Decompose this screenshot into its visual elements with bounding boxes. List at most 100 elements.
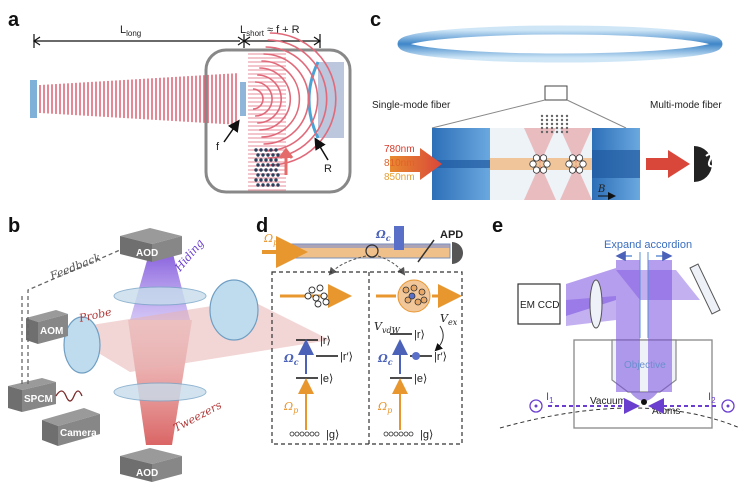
array-atom [540,122,544,126]
i1-dot [534,404,538,408]
reservoir-atom [254,168,258,172]
ground-atom [383,431,389,437]
reservoir-atom [259,148,263,152]
trapped-atom [539,154,548,162]
atom [414,298,422,306]
f-label: f [216,141,220,153]
apd-label: APD [440,229,463,241]
ground-atom [294,431,300,437]
reservoir-atom [269,168,273,172]
curved-dashed-base [499,407,741,429]
array-atom [560,122,564,126]
reservoir-atom [269,158,273,162]
i2-label: I2 [708,391,716,405]
panel-e-label: e [492,215,503,237]
trapped-atom [568,154,577,162]
probe-mirror-right [209,279,259,341]
reservoir-atom [276,183,280,187]
aod-bottom-label: AOD [136,468,158,479]
wavelength-780-label: 780nm [384,144,415,155]
l-short-right-arrowhead [313,36,322,46]
rydberg-excitation [412,352,420,360]
wavefront-arc [255,81,273,117]
array-atom [545,126,549,130]
fiber-loop [397,25,723,63]
atom [314,300,322,308]
upper-objective-lens [113,286,207,306]
array-atom [540,126,544,130]
output-arrow [646,150,690,178]
em-ccd-camera [517,283,561,325]
multi-mode-fiber-label: Multi-mode fiber [650,100,722,111]
array-atom [550,130,554,134]
omega-p-label: Ωp [263,232,278,247]
camera-box: Camera [42,408,100,446]
objective-label: Objective [624,360,666,371]
multi-mode-core [592,150,640,178]
array-atom [545,114,549,118]
panel-c: c Single-mode fiber Multi-mode fiber 780… [370,9,723,200]
zoom-arrow-right [377,255,406,276]
ket-r-left: |r⟩ [320,335,331,347]
ground-atom [289,431,295,437]
em-ccd-label: EM CCD [520,300,559,311]
reservoir-atom [254,148,258,152]
aod-top-label: AOD [136,248,158,259]
wavelength-850-label: 850nm [384,172,415,183]
omega-c-left-label: Ωc [283,352,299,367]
wavefront-arc [261,60,301,138]
omega-p-left-label: Ωp [283,400,298,415]
zoom-arrow-left [328,255,367,276]
ket-e-left: |e⟩ [320,373,333,385]
gap-beam [490,158,592,170]
expand-accordion-label: Expand accordion [604,239,692,251]
panel-d: d Ωp Ωc APD |r⟩ |r′⟩ |e⟩ |g⟩ Ωc Ωp [256,215,463,445]
ket-g-right: |g⟩ [420,429,433,441]
accordion-beam-left [616,260,640,392]
reservoir-atom [261,153,265,157]
wavefront-arc [267,39,328,159]
ket-r-right: |r⟩ [414,329,425,341]
reservoir-atom [271,163,275,167]
array-atom [565,122,569,126]
reservoir-atom [261,163,265,167]
atom [410,284,418,292]
reservoir-atom [274,168,278,172]
reservoir-atom [276,163,280,167]
i1-label: I1 [546,391,554,405]
array-atom [545,122,549,126]
ground-atom [314,431,320,437]
trapped-atom [532,166,541,174]
array-atom [550,118,554,122]
ground-atom [403,431,409,437]
wavefront-arc [269,32,337,166]
r-pointer [314,137,329,161]
atom [304,292,312,300]
reservoir-atom [261,183,265,187]
ket-e-right: |e⟩ [414,373,427,385]
f-pointer [223,119,240,143]
reservoir-atom [274,148,278,152]
array-atom [555,130,559,134]
trapped-atom [579,160,587,168]
array-atom [565,114,569,118]
atom [320,292,328,300]
wavefront-arc [252,88,264,110]
reservoir-atom [254,178,258,182]
tweezer-cone-bottom [560,164,592,200]
ground-atom [393,431,399,437]
reservoir-atom [269,148,273,152]
exchange-arrow [434,325,444,352]
tweezer-cone-top [524,128,556,164]
zoom-line-right [566,99,627,129]
vacuum-label: Vacuum [590,396,626,407]
ket-rprime-left: |r′⟩ [340,351,353,363]
feedback-label: Feedback [47,251,103,284]
lower-objective-lens [113,382,207,402]
panel-d-label: d [256,215,268,237]
atom [308,286,316,294]
spcm-box: SPCM [8,378,56,412]
panel-e: e Expand accordion EM CCD Objective Vacu… [492,215,741,429]
wavefront-arc [257,74,282,124]
